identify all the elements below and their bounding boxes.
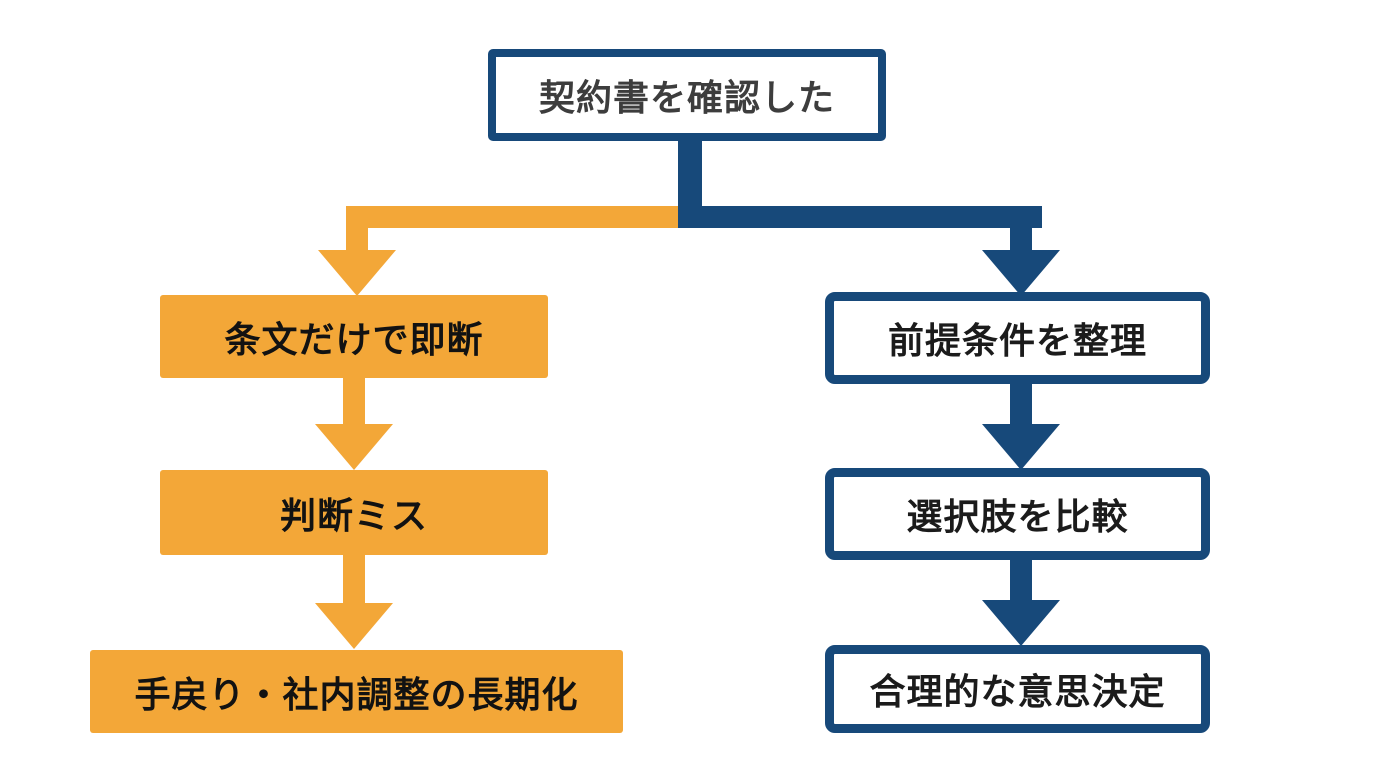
node-left-1: 条文だけで即断 xyxy=(160,295,548,378)
node-right-2-label: 選択肢を比較 xyxy=(906,496,1129,537)
node-right-3: 合理的な意思決定 xyxy=(825,645,1210,733)
arrow-down-icon xyxy=(315,424,393,470)
node-right-2: 選択肢を比較 xyxy=(825,468,1210,560)
connector-left-2-3 xyxy=(343,554,365,604)
node-right-3-label: 合理的な意思決定 xyxy=(869,671,1166,712)
arrow-down-icon xyxy=(315,603,393,649)
arrow-down-icon xyxy=(318,250,396,296)
node-right-1: 前提条件を整理 xyxy=(825,292,1210,384)
node-left-3: 手戻り・社内調整の長期化 xyxy=(90,650,623,733)
connector-left-branch-horizontal xyxy=(346,206,680,228)
node-left-1-label: 条文だけで即断 xyxy=(224,318,484,360)
node-start: 契約書を確認した xyxy=(488,49,886,141)
connector-right-branch-horizontal xyxy=(678,206,1042,228)
arrow-down-icon xyxy=(982,250,1060,296)
node-right-1-label: 前提条件を整理 xyxy=(887,320,1147,361)
connector-right-branch-drop xyxy=(1010,206,1032,252)
node-left-2: 判断ミス xyxy=(160,470,548,555)
connector-left-branch-drop xyxy=(346,206,368,252)
node-start-label: 契約書を確認した xyxy=(538,77,835,118)
node-left-3-label: 手戻り・社内調整の長期化 xyxy=(134,673,579,715)
connector-right-2-3 xyxy=(1010,559,1032,601)
connector-right-1-2 xyxy=(1010,383,1032,425)
arrow-down-icon xyxy=(982,424,1060,470)
node-left-2-label: 判断ミス xyxy=(279,494,428,536)
connector-left-1-2 xyxy=(343,377,365,425)
arrow-down-icon xyxy=(982,600,1060,646)
